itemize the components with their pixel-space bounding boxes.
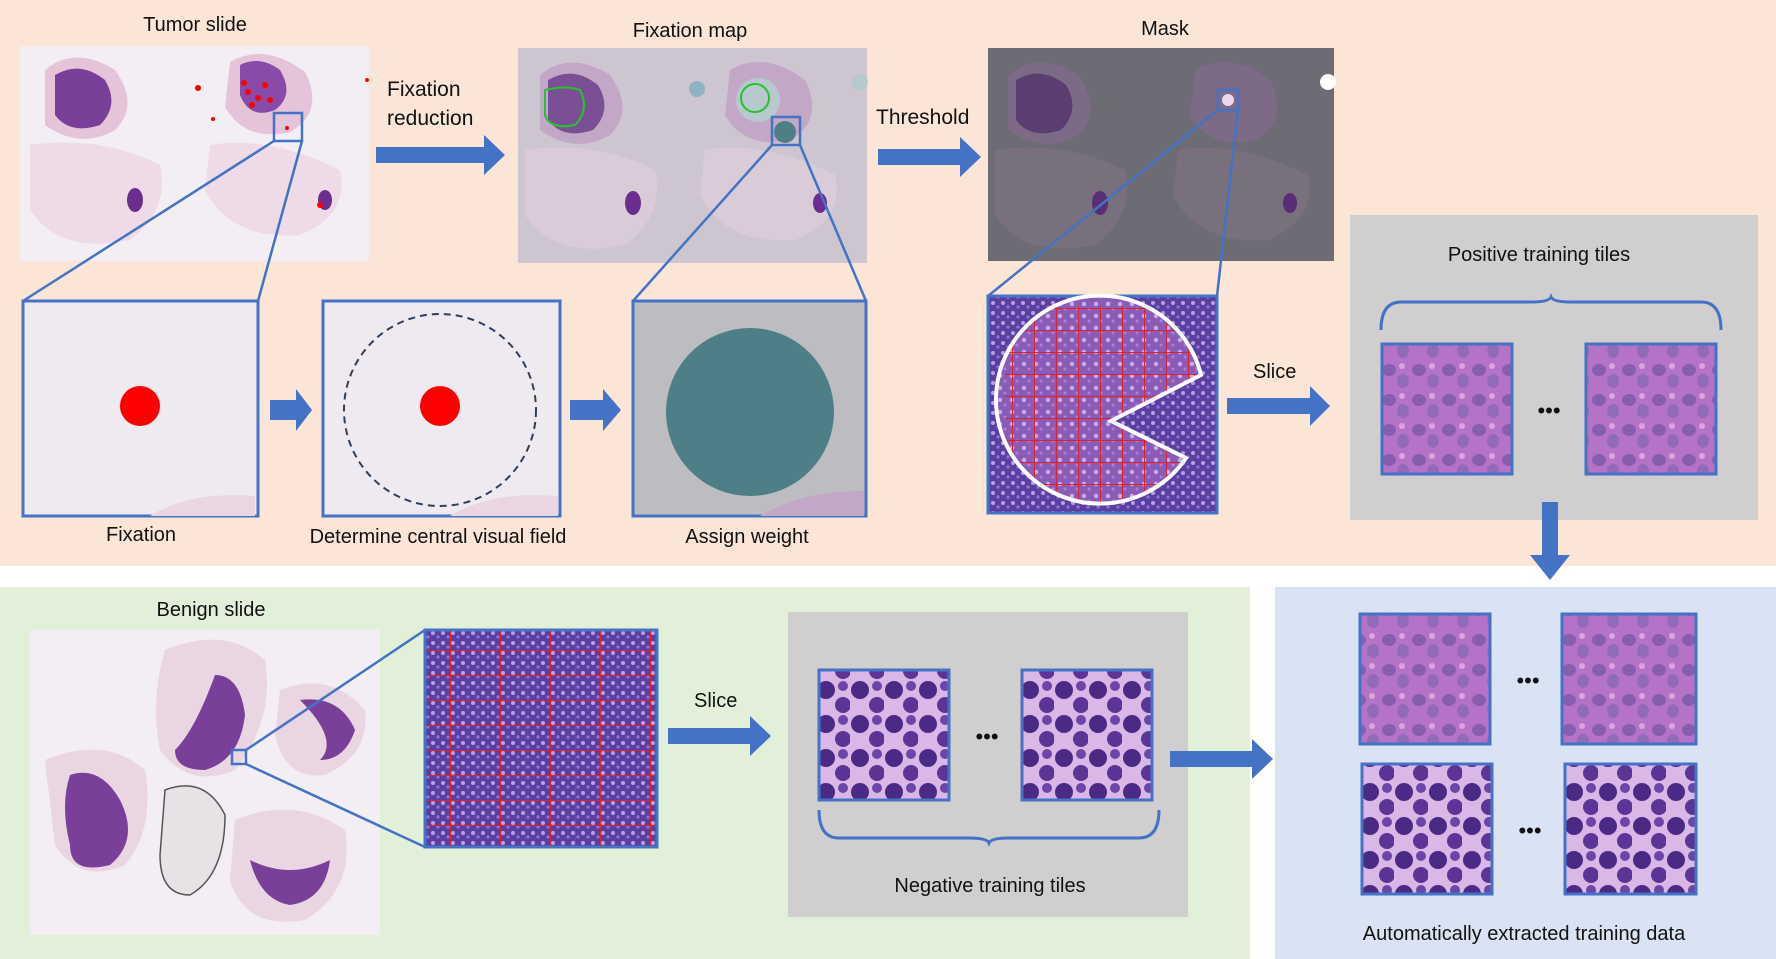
arrow-threshold <box>878 137 981 177</box>
output-negative-tile-1 <box>1360 762 1494 896</box>
arrow-step-2 <box>570 389 621 431</box>
arrow-fixation-reduction <box>376 135 505 175</box>
positive-tiles-box <box>1350 215 1758 520</box>
assign-weight-box <box>631 299 868 518</box>
arrow-slice-top <box>1227 386 1330 426</box>
label-fixation: Fixation <box>106 524 176 546</box>
ellipsis-positive: ••• <box>1537 398 1560 423</box>
positive-tile-2 <box>1584 342 1718 476</box>
label-tumor-slide: Tumor slide <box>143 14 247 36</box>
fixation-point-2 <box>420 386 460 426</box>
label-extracted-data: Automatically extracted training data <box>1363 923 1686 945</box>
arrow-step-1 <box>270 389 312 431</box>
benign-grid-box <box>423 628 659 849</box>
label-fixation-map: Fixation map <box>633 20 748 42</box>
benign-slide-image <box>30 630 380 935</box>
output-positive-tile-2 <box>1560 612 1698 746</box>
label-fixation-reduction-1: Fixation <box>387 78 461 101</box>
positive-tile-1 <box>1380 342 1514 476</box>
tumor-slide-image <box>20 46 369 261</box>
central-visual-field-box <box>321 299 562 518</box>
negative-tiles-box <box>788 612 1188 917</box>
label-fixation-reduction-2: reduction <box>387 107 473 130</box>
mask-grid-box <box>986 293 1219 515</box>
fixation-zoom-box <box>21 299 260 518</box>
negative-tile-1 <box>817 668 951 802</box>
label-negative-tiles: Negative training tiles <box>894 875 1085 897</box>
output-negative-tile-2 <box>1563 762 1698 896</box>
ellipsis-output-negative: ••• <box>1518 818 1541 843</box>
negative-tile-2 <box>1020 668 1154 802</box>
arrow-negative-to-output <box>1170 739 1273 779</box>
ellipsis-output-positive: ••• <box>1516 668 1539 693</box>
output-panel <box>1275 587 1776 959</box>
arrows <box>270 135 1570 779</box>
label-slice-bottom: Slice <box>694 690 737 712</box>
zoom-lines-bottom <box>245 628 426 849</box>
label-positive-tiles: Positive training tiles <box>1448 244 1630 266</box>
fixation-map-image <box>518 48 868 263</box>
label-benign-slide: Benign slide <box>157 599 266 621</box>
label-slice-top: Slice <box>1253 361 1296 383</box>
arrow-down-positive <box>1530 502 1570 580</box>
label-central-visual-field: Determine central visual field <box>310 526 567 548</box>
weight-disc <box>666 328 834 496</box>
label-mask: Mask <box>1141 18 1190 40</box>
ellipsis-negative: ••• <box>975 724 998 749</box>
fixation-point <box>120 386 160 426</box>
output-tiles <box>1358 612 1698 896</box>
output-positive-tile-1 <box>1358 612 1492 746</box>
label-threshold: Threshold <box>876 106 969 129</box>
label-assign-weight: Assign weight <box>685 526 809 548</box>
mask-image <box>988 48 1336 261</box>
arrow-slice-bottom <box>668 716 771 756</box>
visual-field-circle <box>343 313 537 507</box>
zoom-lines-top <box>22 109 1240 303</box>
